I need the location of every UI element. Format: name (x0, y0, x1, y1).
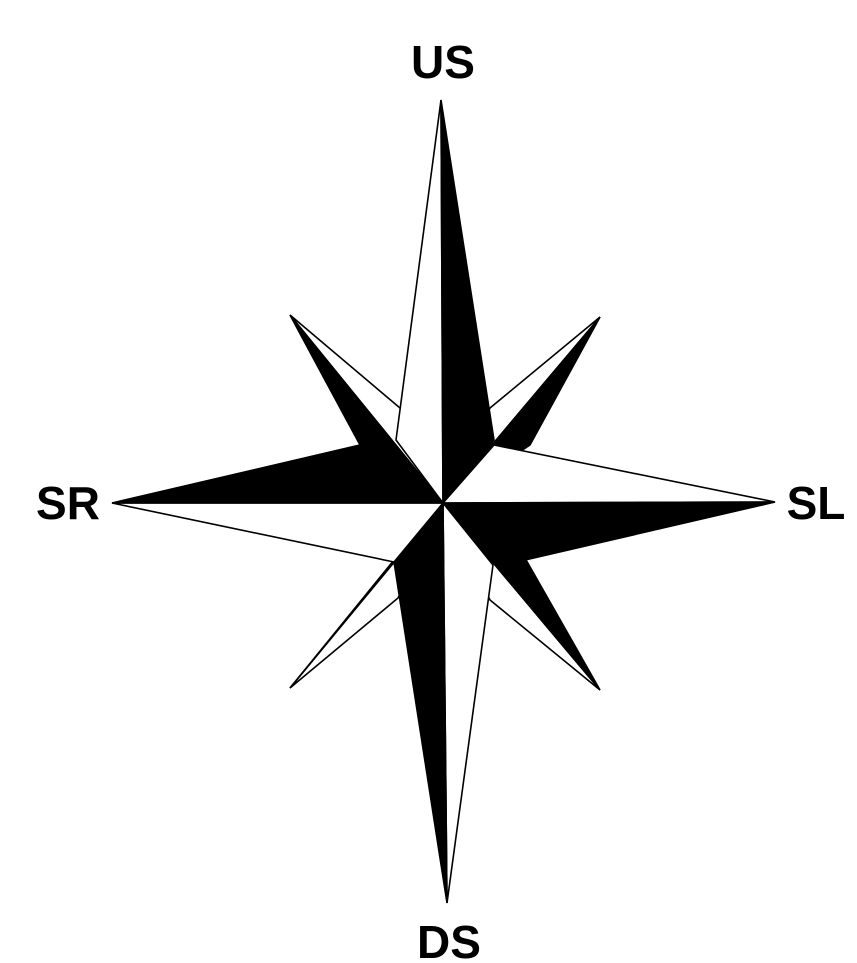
label-up: US (411, 36, 475, 88)
left-point-white-half (112, 503, 443, 562)
down-point (394, 503, 493, 903)
label-left: SR (36, 477, 100, 529)
down-point-white-half (443, 503, 493, 903)
label-down: DS (417, 916, 481, 963)
label-right: SL (787, 477, 846, 529)
up-point-black-half (441, 100, 494, 503)
up-point (396, 100, 494, 503)
down-point-black-half (394, 503, 447, 903)
up-point-white-half (396, 100, 443, 503)
cardinal-points (112, 100, 775, 903)
right-point-white-half (443, 445, 775, 503)
